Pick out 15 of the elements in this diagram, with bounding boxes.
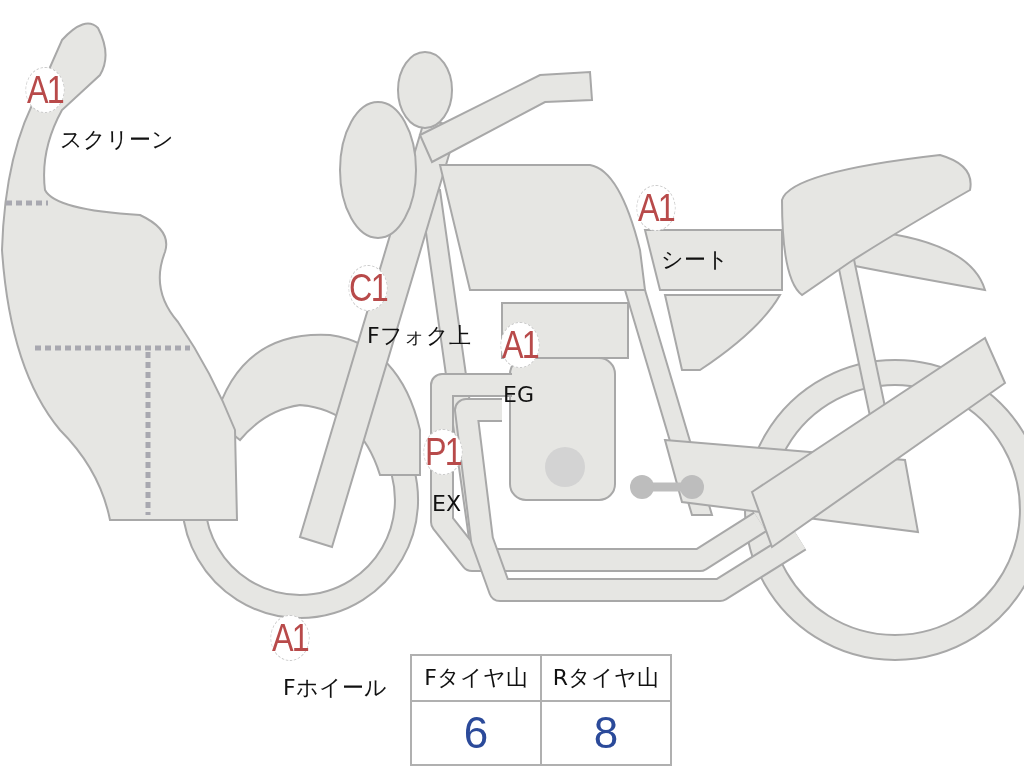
- grade-badge: A1: [636, 185, 676, 231]
- table-header-cell: Fタイヤ山: [411, 655, 541, 701]
- grade-badge: A1: [270, 615, 310, 661]
- grade-badge: C1: [348, 265, 388, 311]
- part-label: EG: [503, 382, 534, 407]
- table-value-cell: 6: [411, 701, 541, 765]
- grade-badge: P1: [423, 429, 463, 475]
- table-value-cell: 8: [541, 701, 671, 765]
- part-label: Fフォク上: [367, 322, 471, 350]
- part-label: シート: [661, 246, 729, 274]
- part-label: Fホイール: [283, 674, 387, 702]
- part-label: EX: [432, 491, 461, 516]
- table-header-cell: Rタイヤ山: [541, 655, 671, 701]
- grade-badge: A1: [25, 67, 65, 113]
- part-label: スクリーン: [60, 126, 174, 154]
